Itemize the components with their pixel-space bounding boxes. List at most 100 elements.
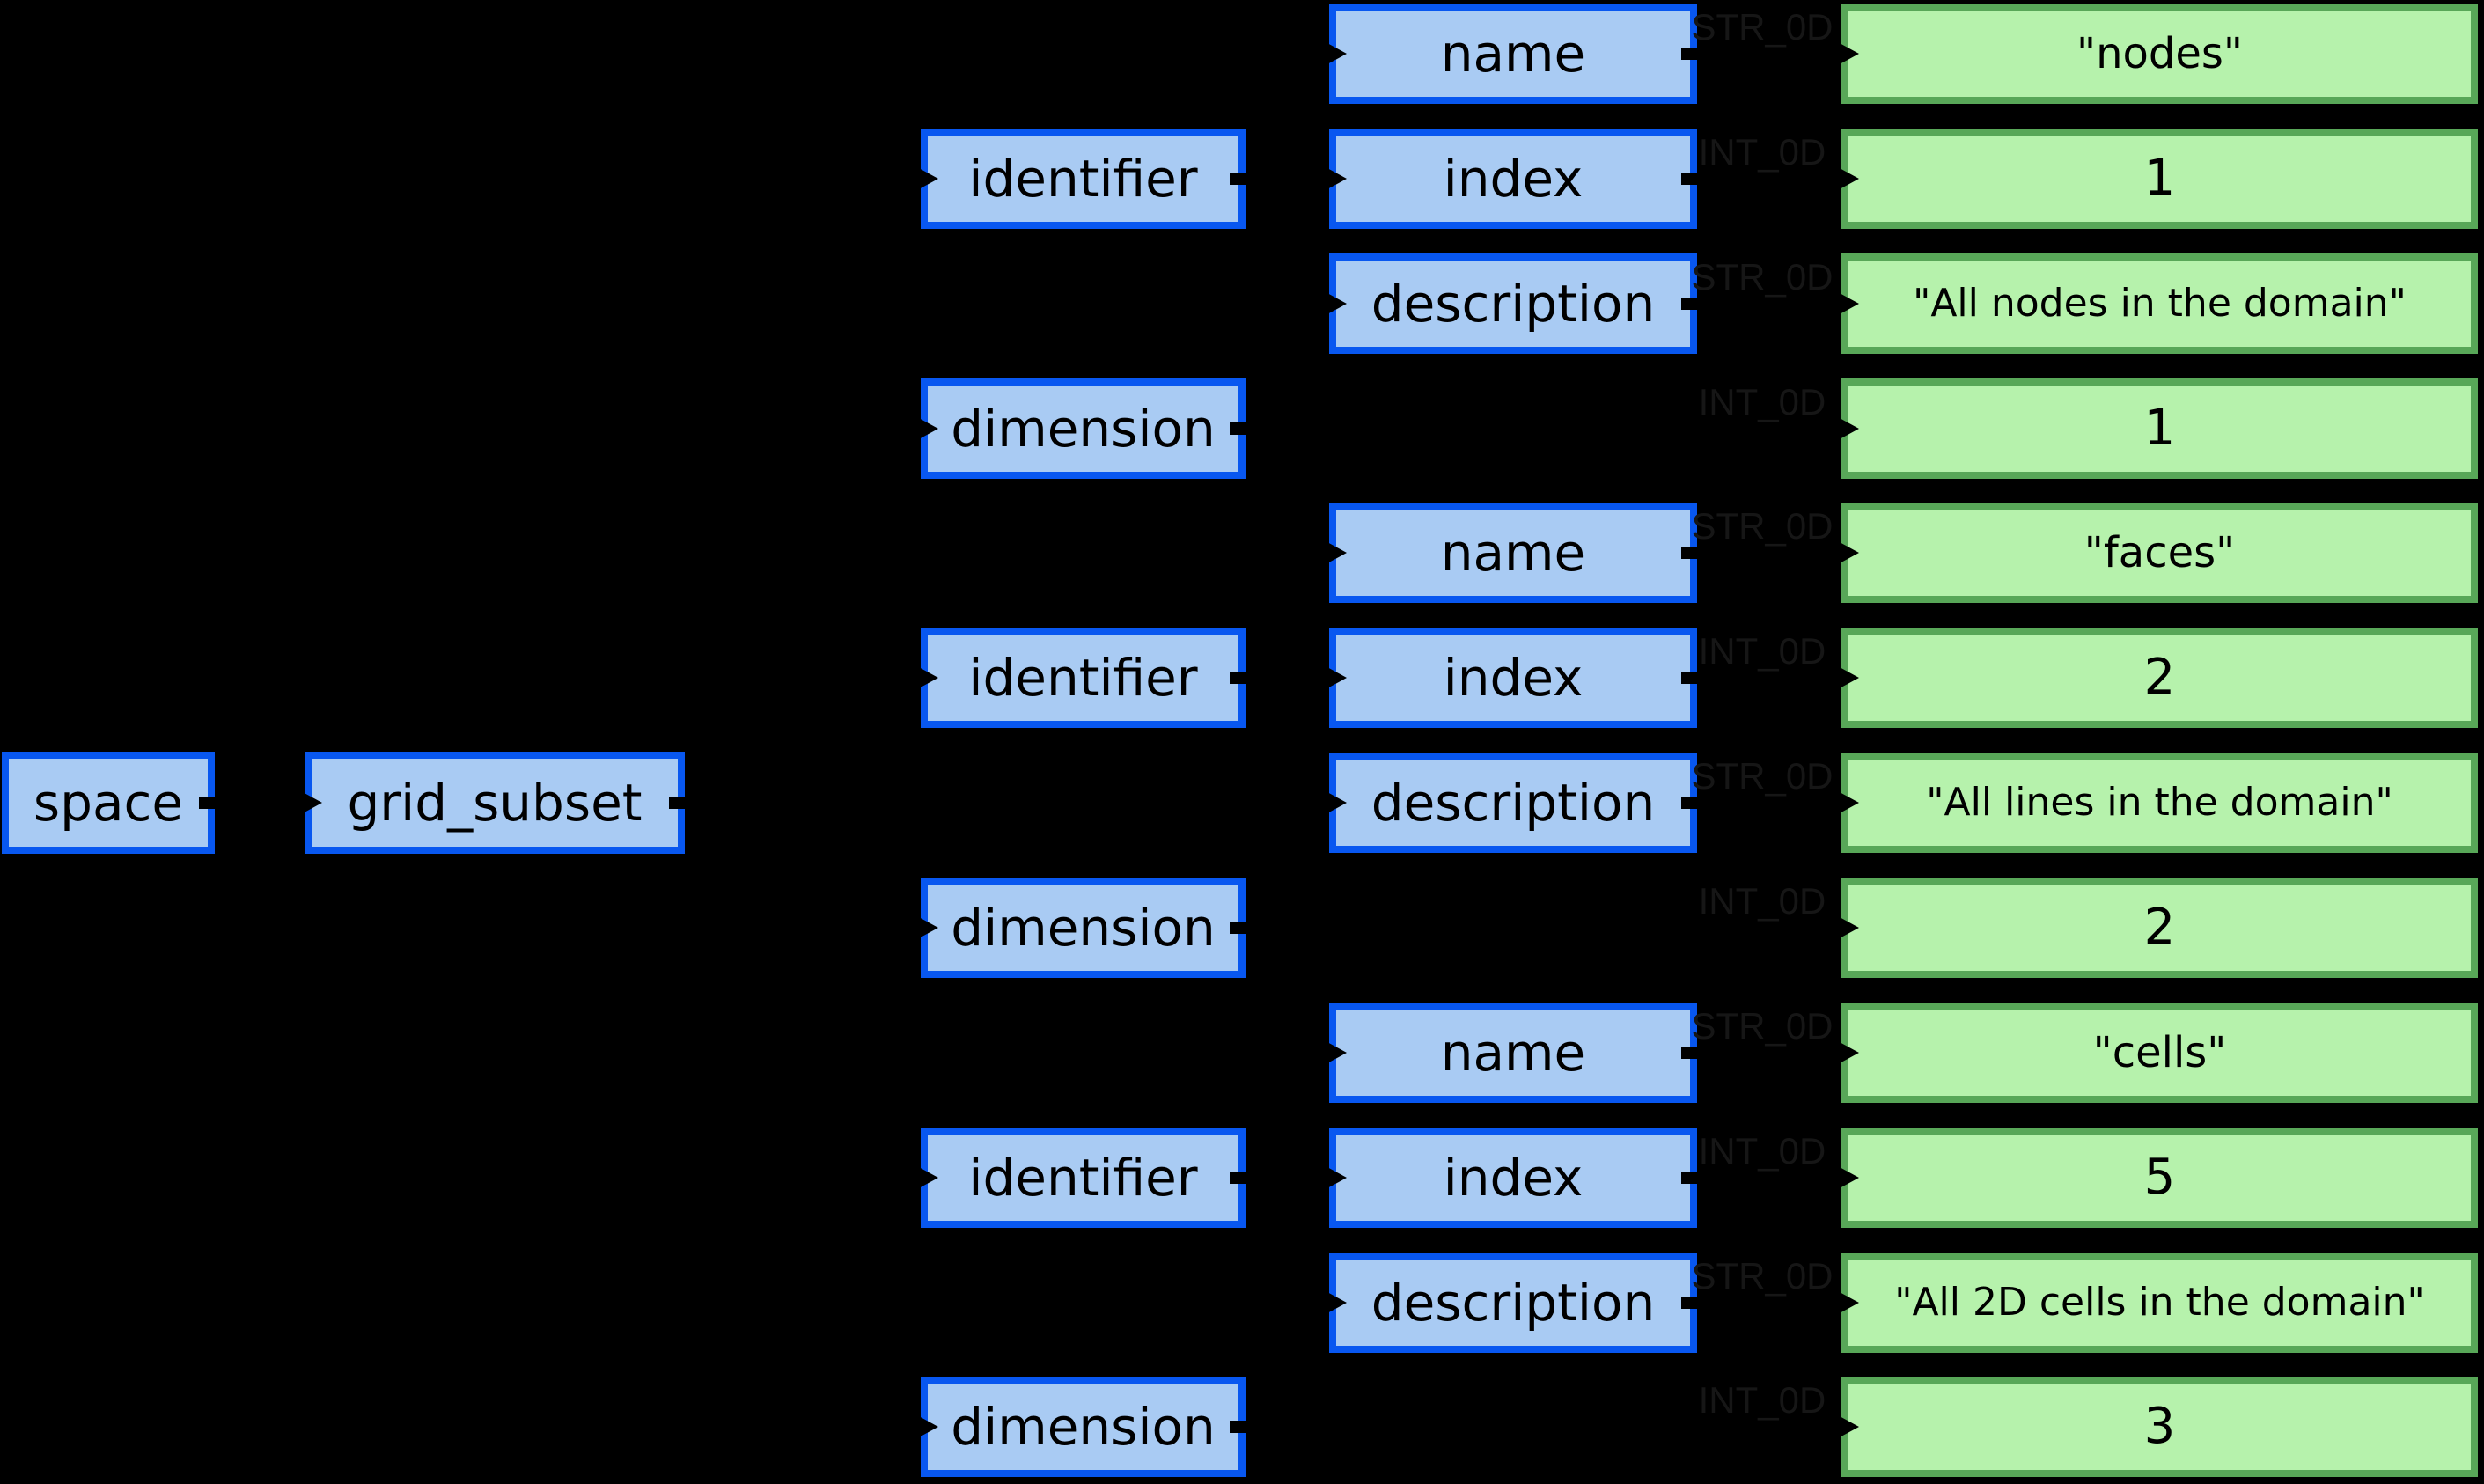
node-identifier: identifier <box>917 628 1249 728</box>
edge-arrowhead <box>1838 1291 1859 1314</box>
node-space: space <box>2 752 218 854</box>
edge-stub <box>1681 672 1701 684</box>
edge-arrowhead <box>1326 42 1347 65</box>
edge-arrowhead <box>917 167 938 190</box>
value-box: "All nodes in the domain" <box>1838 253 2478 354</box>
edge-arrowhead <box>1838 167 1859 190</box>
node-dimension: dimension <box>917 878 1249 978</box>
value-text: "faces" <box>2083 528 2236 577</box>
edge-type-label: INT_0D <box>1698 131 1826 173</box>
edge-arrowhead <box>1838 42 1859 65</box>
node-label: dimension <box>951 399 1216 459</box>
edge-stub <box>1230 922 1249 934</box>
edge-stub <box>1681 173 1701 185</box>
edge-stub <box>1681 298 1701 310</box>
value-box: 1 <box>1838 378 2478 479</box>
edge-stub <box>1681 547 1701 559</box>
edge-stub <box>1681 1047 1701 1059</box>
node-label: dimension <box>951 898 1216 958</box>
node-description: description <box>1326 253 1701 354</box>
edge-type-label: INT_0D <box>1698 880 1826 922</box>
value-text: "All lines in the domain" <box>1926 780 2393 825</box>
value-box: "faces" <box>1838 503 2478 603</box>
edge-arrowhead <box>1326 1291 1347 1314</box>
value-box: "cells" <box>1838 1003 2478 1103</box>
edge-arrowhead <box>917 1166 938 1189</box>
edge-arrowhead <box>1838 791 1859 814</box>
value-text: "All 2D cells in the domain" <box>1894 1280 2425 1325</box>
edge-type-label: STR_0D <box>1691 505 1834 547</box>
node-name: name <box>1326 4 1701 104</box>
edge-stub <box>1230 1421 1249 1433</box>
edge-type-label: INT_0D <box>1698 630 1826 672</box>
edge-arrowhead <box>1838 292 1859 315</box>
edge-arrowhead <box>917 916 938 939</box>
value-text: "All nodes in the domain" <box>1913 281 2407 326</box>
node-label: index <box>1443 1148 1584 1208</box>
node-label: identifier <box>968 1148 1198 1208</box>
edge-type-label: STR_0D <box>1691 1005 1834 1047</box>
edge-arrowhead <box>1838 1041 1859 1064</box>
edge-arrowhead <box>301 791 322 814</box>
node-label: description <box>1371 1273 1656 1333</box>
node-label: name <box>1440 24 1586 84</box>
node-index: index <box>1326 129 1701 229</box>
value-box: 2 <box>1838 878 2478 978</box>
node-dimension: dimension <box>917 1377 1249 1477</box>
node-index: index <box>1326 1128 1701 1228</box>
edge-arrowhead <box>1838 916 1859 939</box>
edge-arrowhead <box>1326 1166 1347 1189</box>
edge-stub <box>199 797 218 809</box>
value-text: 2 <box>2143 899 2176 956</box>
edge-type-label: STR_0D <box>1691 6 1834 48</box>
edge-stub <box>1230 173 1249 185</box>
value-text: 2 <box>2143 649 2176 706</box>
value-box: 1 <box>1838 129 2478 229</box>
node-label: identifier <box>968 648 1198 708</box>
node-space-label: space <box>33 773 184 833</box>
node-label: index <box>1443 149 1584 209</box>
node-index: index <box>1326 628 1701 728</box>
edge-arrowhead <box>1838 1415 1859 1438</box>
edge-stub <box>1681 797 1701 809</box>
node-description: description <box>1326 1253 1701 1353</box>
edge-type-label: STR_0D <box>1691 256 1834 298</box>
node-label: description <box>1371 274 1656 334</box>
edge-arrowhead <box>1838 417 1859 440</box>
node-label: name <box>1440 1023 1586 1083</box>
edge-stub <box>1681 48 1701 60</box>
edge-arrowhead <box>917 666 938 689</box>
edge-arrowhead <box>1326 167 1347 190</box>
value-text: "cells" <box>2092 1028 2227 1077</box>
edge-stub <box>1230 1172 1249 1184</box>
value-box: "All 2D cells in the domain" <box>1838 1253 2478 1353</box>
node-label: description <box>1371 773 1656 833</box>
value-box: 2 <box>1838 628 2478 728</box>
node-label: dimension <box>951 1397 1216 1457</box>
edge-stub <box>1230 422 1249 435</box>
edge-arrowhead <box>1838 666 1859 689</box>
value-box: 5 <box>1838 1128 2478 1228</box>
edge-arrowhead <box>1838 541 1859 564</box>
node-label: identifier <box>968 149 1198 209</box>
value-text: 5 <box>2143 1149 2176 1206</box>
edge-arrowhead <box>1838 1166 1859 1189</box>
edge-stub <box>1681 1297 1701 1309</box>
node-grid-subset-label: grid_subset <box>347 773 643 833</box>
edge-arrowhead <box>1326 666 1347 689</box>
edge-arrowhead <box>917 417 938 440</box>
value-text: 1 <box>2143 400 2176 457</box>
edge-type-label: STR_0D <box>1691 1255 1834 1297</box>
edge-stub <box>1230 672 1249 684</box>
node-label: name <box>1440 523 1586 583</box>
node-identifier: identifier <box>917 1128 1249 1228</box>
node-name: name <box>1326 1003 1701 1103</box>
value-box: "nodes" <box>1838 4 2478 104</box>
edge-arrowhead <box>917 1415 938 1438</box>
edge-stub <box>1681 1172 1701 1184</box>
value-box: "All lines in the domain" <box>1838 753 2478 853</box>
node-grid-subset: grid_subset <box>301 752 688 854</box>
node-label: index <box>1443 648 1584 708</box>
edge-arrowhead <box>1326 791 1347 814</box>
edge-arrowhead <box>1326 1041 1347 1064</box>
